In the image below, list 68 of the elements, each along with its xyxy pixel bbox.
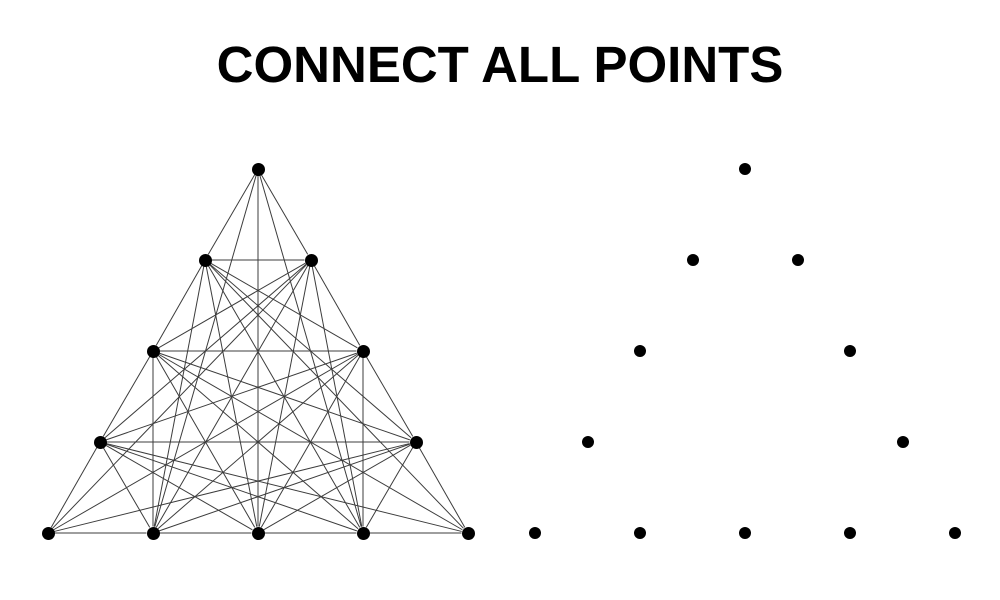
connecting-line [106,443,462,532]
dot [410,436,422,448]
connecting-line [104,264,307,438]
connecting-line [158,262,306,348]
connecting-line [258,266,310,528]
connecting-line [102,356,150,437]
dot [42,526,54,540]
connecting-line [366,356,414,437]
connecting-line [50,447,98,528]
dot [356,344,370,358]
dot [252,526,264,540]
connecting-line [152,357,154,527]
connecting-line [159,532,252,534]
dot [462,526,474,540]
dot [146,344,160,358]
connecting-line [158,352,410,440]
connecting-line [106,352,358,440]
connecting-line [158,444,410,532]
dot [198,254,212,266]
dot [844,527,856,539]
connecting-line [53,354,358,530]
dot [94,436,106,448]
connecting-line [156,265,202,346]
connecting-line [156,265,308,528]
dot [634,527,646,539]
dot [304,254,318,266]
connecting-line [264,532,357,534]
connecting-line [209,264,464,529]
dot [844,345,856,357]
title: CONNECT ALL POINTS [216,39,784,90]
dot [949,527,961,539]
connecting-line [156,356,256,528]
connecting-line [206,266,258,528]
connecting-line [263,444,411,530]
connecting-line [52,264,307,529]
connecting-line [259,174,362,528]
connecting-line [210,262,358,348]
connecting-line [154,266,204,528]
connecting-line [154,174,257,528]
connecting-line [369,532,462,534]
dot [634,345,646,357]
dot [146,526,160,540]
connecting-line [54,532,147,534]
dot [687,254,699,266]
connecting-line [366,447,414,528]
connecting-line [208,174,256,255]
connecting-line [260,356,360,528]
connecting-line [314,265,360,346]
connecting-line [102,447,150,528]
connecting-line [362,357,364,527]
connecting-line [418,447,466,528]
connecting-line [209,264,412,438]
dot [529,527,541,539]
connecting-line [260,174,308,255]
connecting-line [159,350,357,352]
connecting-line [208,265,360,528]
connecting-line [312,266,362,528]
dot [792,254,804,266]
dot [356,526,370,540]
connecting-line [158,354,463,530]
dot [739,163,751,175]
dot [252,162,264,176]
connecting-line [105,444,253,530]
dot [739,527,751,539]
connecting-line [106,444,358,532]
dot [897,436,909,448]
dot [582,436,594,448]
connecting-line [54,443,410,532]
